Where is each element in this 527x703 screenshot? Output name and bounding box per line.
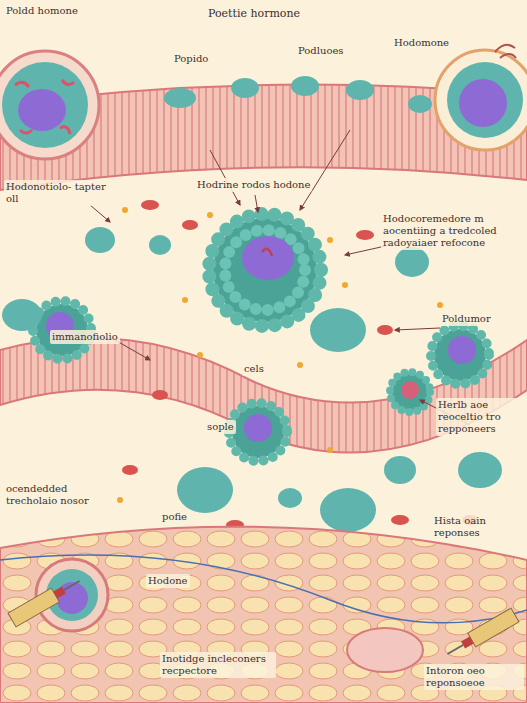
annotation-label: cels xyxy=(242,362,266,376)
syringes xyxy=(461,637,474,649)
hormone-dots xyxy=(437,302,443,308)
teal-vesicles xyxy=(384,456,416,484)
syringes xyxy=(64,581,80,590)
top-left-cell xyxy=(0,51,99,159)
membrane-cells xyxy=(390,372,430,412)
top-membrane xyxy=(408,95,432,113)
annotation-label: ocendedded trecholaio nosor xyxy=(4,482,104,508)
membrane-cells xyxy=(229,403,287,461)
red-blood-cells xyxy=(356,230,374,240)
hormone-dots xyxy=(327,447,333,453)
annotation-label: Hodone xyxy=(146,574,190,588)
red-blood-cells xyxy=(122,465,138,475)
bottom-tissue xyxy=(0,527,527,703)
hormone-dots xyxy=(122,207,128,213)
top-membrane xyxy=(346,80,374,100)
annotation-label: sople xyxy=(205,420,236,434)
leader-arrows xyxy=(300,130,350,210)
leader-arrows xyxy=(115,340,150,360)
annotation-label: Hodonotiolo- tapter oll xyxy=(4,180,108,206)
red-blood-cells xyxy=(391,515,409,525)
annotation-label: Podluoes xyxy=(296,44,345,58)
annotation-label: Poldd homone xyxy=(4,4,80,18)
hormone-dots xyxy=(117,207,443,563)
top-right-cell xyxy=(435,45,527,150)
teal-vesicles xyxy=(2,227,502,532)
top-left-cell xyxy=(18,89,66,131)
leader-arrows xyxy=(90,130,470,425)
annotation-label: immanofiolio xyxy=(50,330,120,344)
teal-vesicles xyxy=(310,308,366,352)
teal-vesicles xyxy=(85,227,115,253)
syringes xyxy=(8,574,519,661)
hormone-dots xyxy=(117,497,123,503)
top-left-cell xyxy=(0,51,99,159)
red-blood-cells xyxy=(377,325,393,335)
top-left-cell xyxy=(2,62,88,148)
membrane-cells xyxy=(244,414,272,442)
top-right-cell xyxy=(495,45,516,58)
hormone-dots xyxy=(197,352,203,358)
leader-arrows xyxy=(255,195,258,212)
bottom-tissue xyxy=(56,582,88,614)
red-blood-cells xyxy=(152,390,168,400)
teal-vesicles xyxy=(458,452,502,488)
top-right-cell xyxy=(447,62,523,138)
teal-vesicles xyxy=(278,488,302,508)
hormone-dots xyxy=(207,212,213,218)
top-left-cell xyxy=(15,80,74,134)
bottom-tissue xyxy=(0,555,527,623)
annotation-label: Herlb aoe reoceltio tro repponeers xyxy=(436,398,524,436)
annotation-label: Hista oain reponses xyxy=(432,514,524,540)
syringes xyxy=(53,587,66,599)
annotation-label: Hodrine rodos hodone xyxy=(195,178,312,192)
syringes xyxy=(8,588,59,627)
central-cell xyxy=(262,249,272,256)
teal-vesicles xyxy=(2,299,42,331)
membrane-cells xyxy=(448,336,476,364)
bottom-tissue xyxy=(0,527,527,703)
title: Poettie hormone xyxy=(205,6,303,21)
membrane-cells xyxy=(33,301,489,461)
teal-vesicles xyxy=(177,467,233,513)
top-right-cell xyxy=(459,79,507,127)
central-cell xyxy=(209,214,321,326)
membrane-cells xyxy=(401,381,419,399)
annotation-label: Hodomone xyxy=(392,36,451,50)
syringes xyxy=(443,608,519,661)
hormone-dots xyxy=(297,362,303,368)
top-right-cell xyxy=(435,50,527,150)
syringes xyxy=(468,608,519,647)
central-cell xyxy=(225,230,305,310)
teal-vesicles xyxy=(149,235,171,255)
membrane-cells xyxy=(431,326,489,384)
leader-arrows xyxy=(395,328,440,330)
teal-vesicles xyxy=(395,247,429,277)
top-membrane xyxy=(164,88,196,108)
bottom-tissue xyxy=(347,628,423,672)
annotation-label: pofie xyxy=(160,510,189,524)
top-membrane xyxy=(231,78,259,98)
annotation-label: Poldumor xyxy=(440,312,493,326)
red-blood-cells xyxy=(141,200,159,210)
leader-arrows xyxy=(90,205,110,222)
hormone-dots xyxy=(182,297,188,303)
teal-vesicles xyxy=(320,488,376,532)
annotation-label: Inotidge incleconers recpectore xyxy=(160,652,276,678)
hormone-dots xyxy=(327,237,333,243)
annotation-label: Intoron oeo reponsoeoe xyxy=(424,664,524,690)
central-cell xyxy=(242,236,294,280)
red-blood-cells xyxy=(182,220,198,230)
hormone-dots xyxy=(342,282,348,288)
red-blood-cells xyxy=(122,200,478,545)
syringes xyxy=(447,645,463,654)
annotation-label: Hodocoremedore m aocentiing a tredcoled … xyxy=(381,212,523,250)
syringes xyxy=(8,574,84,627)
central-cell xyxy=(209,214,321,326)
top-membrane xyxy=(291,76,319,96)
annotation-label: Popido xyxy=(172,52,210,66)
